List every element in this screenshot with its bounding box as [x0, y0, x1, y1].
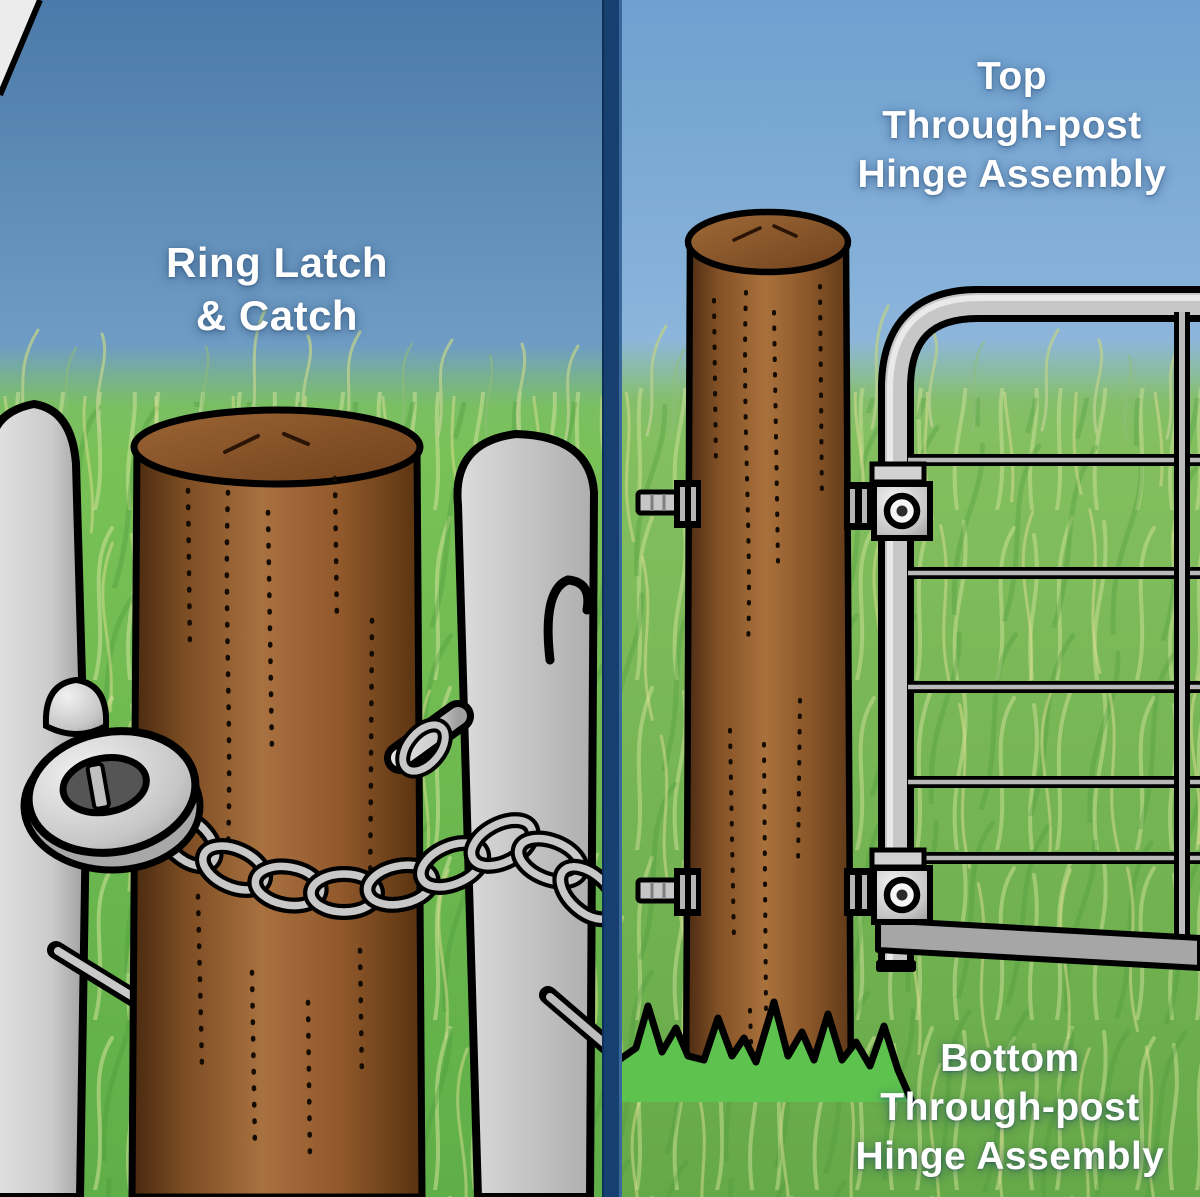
- latch-catch-rod: [384, 700, 474, 779]
- hinge-assembly-panel: [622, 0, 1200, 1197]
- wood-grain: [185, 475, 375, 1161]
- latch-post: [128, 406, 426, 1197]
- bottom-hinge-label-line1: Bottom: [940, 1037, 1080, 1080]
- gate: [875, 286, 1200, 972]
- hinge-strap: [869, 847, 927, 870]
- corner-post-tip: [0, 0, 43, 97]
- top-hinge-label-line2: Through-post: [882, 104, 1142, 148]
- hinge-nut-right: [844, 868, 873, 916]
- chain: [118, 763, 602, 928]
- bottom-hinge-label: Bottom Through-post Hinge Assembly: [797, 1034, 1200, 1181]
- top-hinge-label-line3: Hinge Assembly: [857, 153, 1167, 197]
- wood-grain: [712, 284, 824, 1074]
- top-hinge-assembly: [635, 461, 933, 541]
- panel-divider: [602, 0, 622, 1197]
- hinge-nut-right: [844, 482, 873, 530]
- ring-latch: [20, 676, 204, 874]
- gate-bars: [908, 454, 1200, 864]
- hinge-post: [682, 208, 855, 1099]
- top-hinge-label: Top Through-post Hinge Assembly: [802, 52, 1200, 199]
- hinge-bolt: [635, 489, 683, 516]
- hinge-nut-left: [674, 868, 701, 916]
- top-hinge-label-line1: Top: [976, 55, 1048, 98]
- ring-latch-label-line1: Ring Latch: [166, 239, 388, 286]
- ring-latch-label: Ring Latch & Catch: [37, 236, 517, 343]
- hinge-strap: [869, 461, 927, 485]
- gate-bottom-rail: [875, 917, 1200, 971]
- latch-hook: [543, 575, 593, 665]
- grass-tuft: [622, 998, 916, 1106]
- ring-latch-panel: [0, 0, 602, 1197]
- bottom-hinge-label-line3: Hinge Assembly: [855, 1135, 1165, 1179]
- ring-latch-label-line2: & Catch: [195, 292, 359, 340]
- latch-pin: [42, 676, 110, 737]
- bottom-hinge-label-line2: Through-post: [880, 1086, 1140, 1130]
- hinge-bolt: [635, 877, 683, 904]
- bottom-hinge-assembly: [635, 847, 933, 925]
- hinge-nut-left: [674, 480, 701, 528]
